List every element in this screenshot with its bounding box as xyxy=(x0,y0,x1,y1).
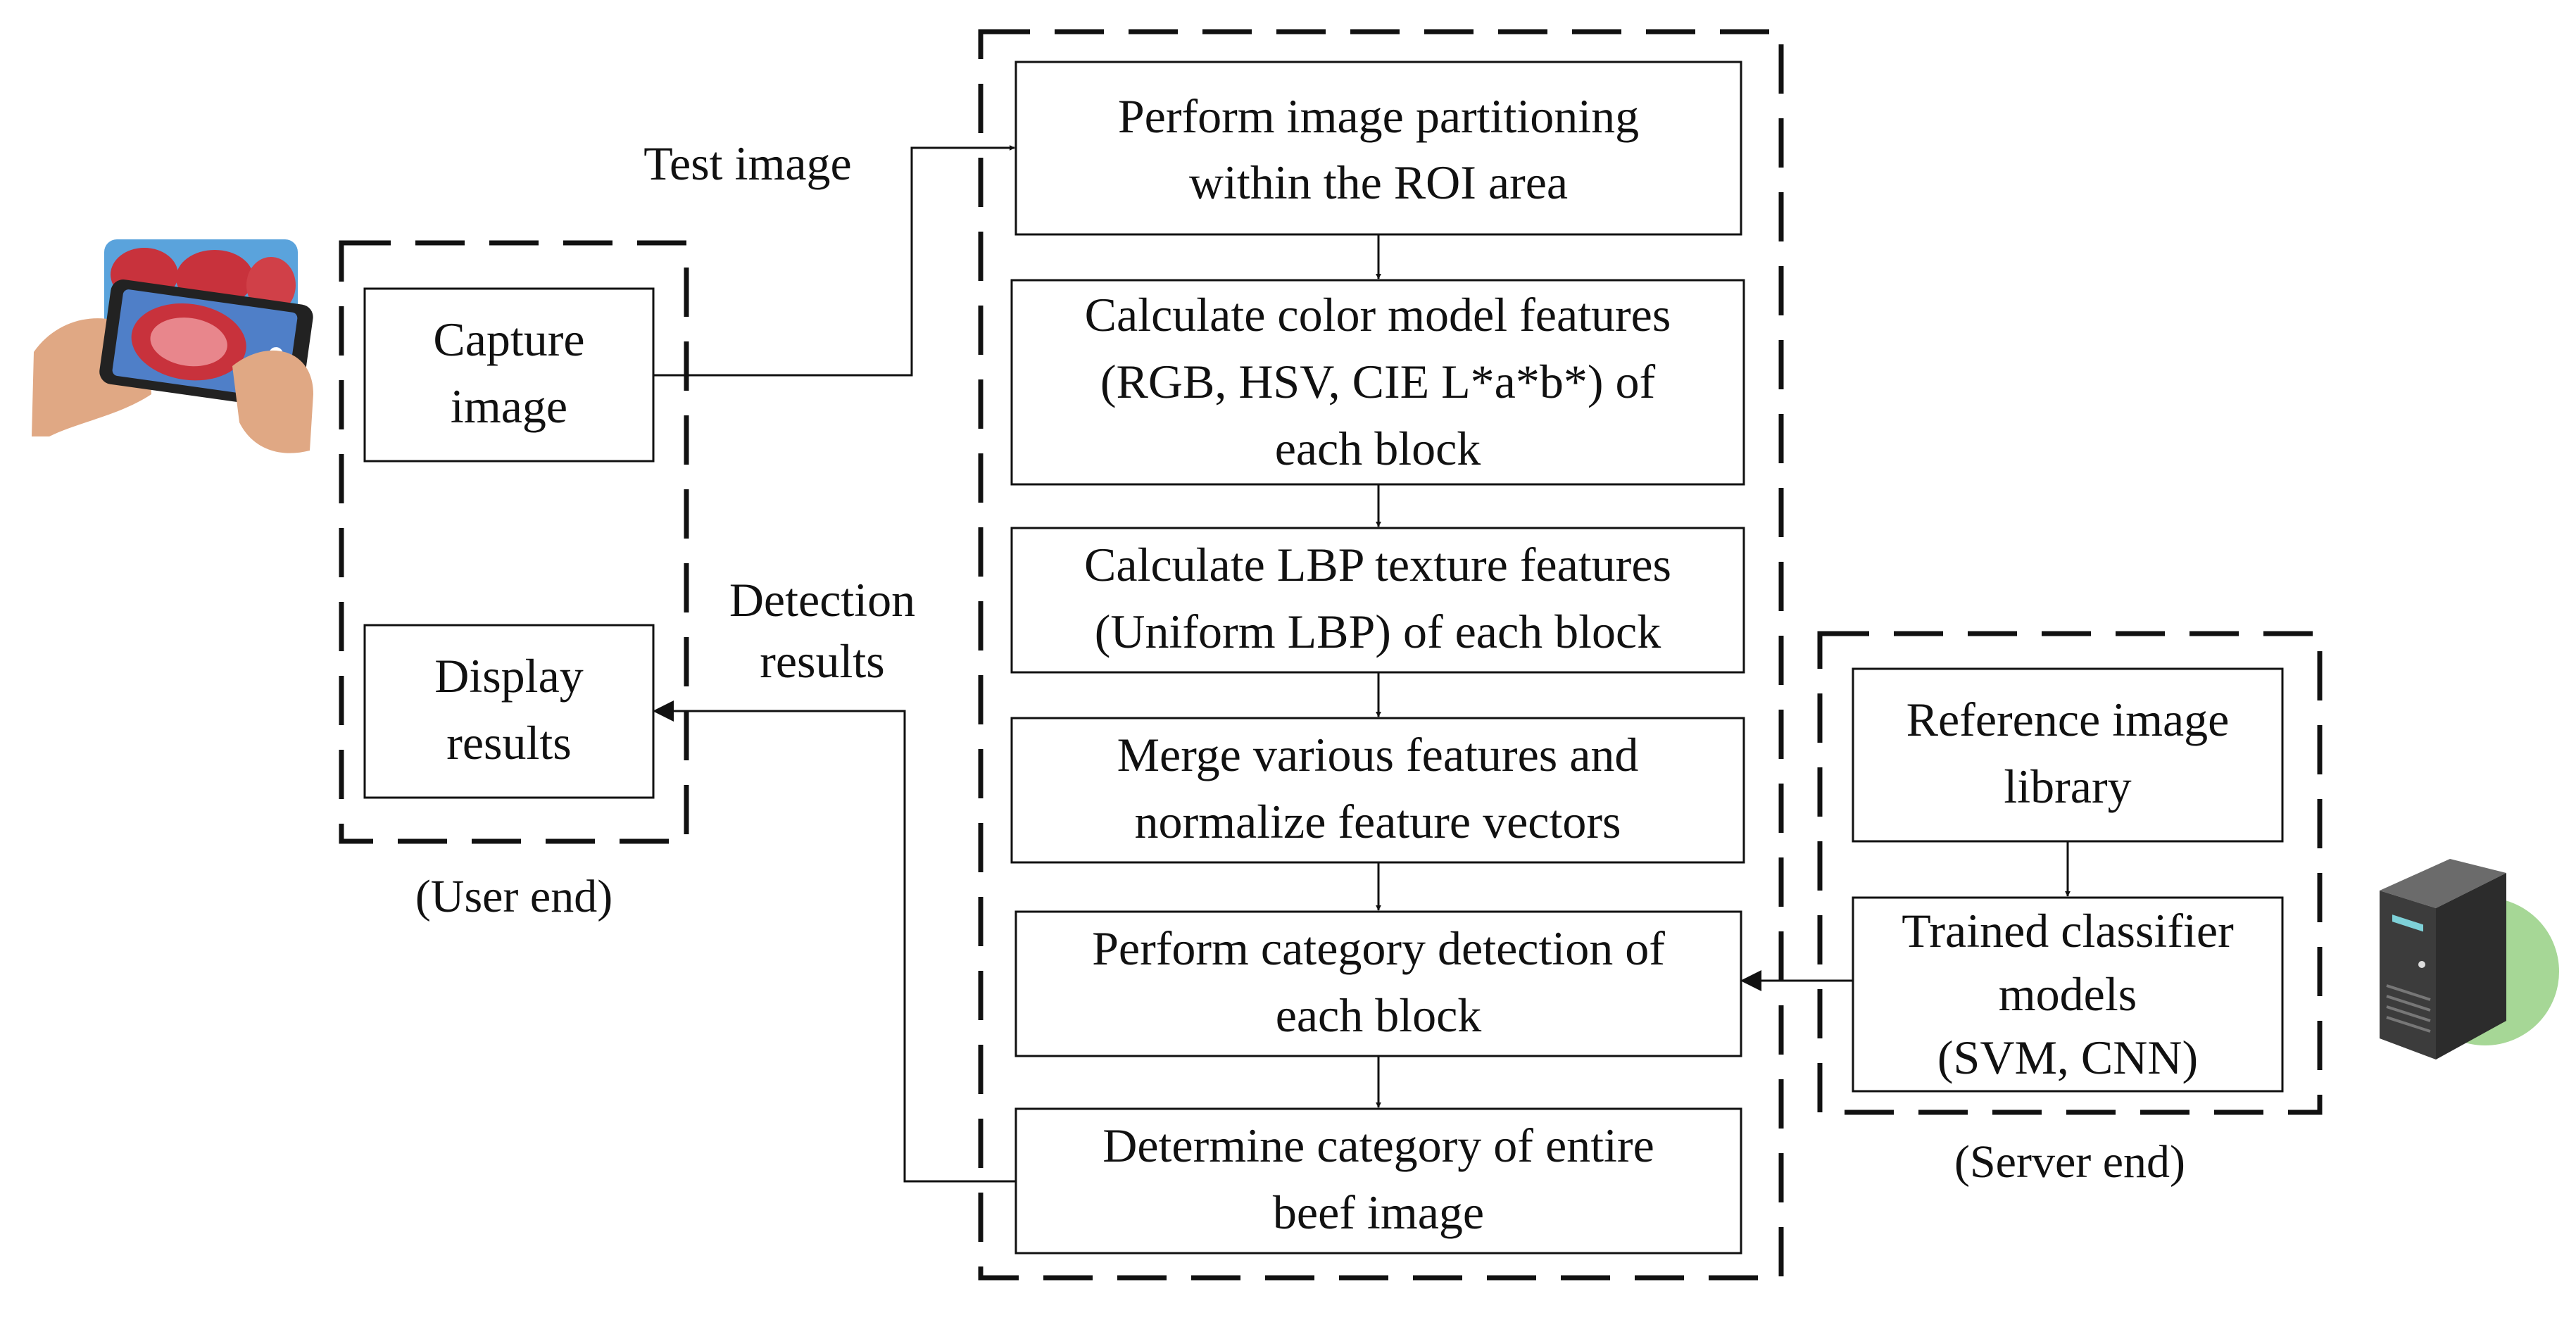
trained-classifier-box: Trained classifier models (SVM, CNN) xyxy=(1852,896,2284,1093)
capture-image-line-1: Capture xyxy=(433,313,584,366)
reference-library-line-1: Reference image xyxy=(1906,693,2230,746)
step-2-line-3: each block xyxy=(1275,422,1481,475)
detection-results-arrow xyxy=(653,700,1016,1183)
step-lbp-features-box: Calculate LBP texture features (Uniform … xyxy=(1010,527,1745,674)
detection-results-label-1: Detection xyxy=(729,573,915,627)
trained-classifier-line-3: (SVM, CNN) xyxy=(1937,1031,2198,1084)
server-end-group xyxy=(1817,631,2323,1115)
display-results-line-2: results xyxy=(446,716,572,769)
capture-image-box: Capture image xyxy=(363,287,655,463)
capture-image-line-2: image xyxy=(451,379,567,433)
step-merge-features-box: Merge various features and normalize fea… xyxy=(1010,717,1745,864)
server-illustration xyxy=(2380,859,2559,1060)
step-1-line-1: Perform image partitioning xyxy=(1118,89,1639,143)
step-partitioning-box: Perform image partitioning within the RO… xyxy=(1014,61,1742,236)
pipeline-group xyxy=(978,29,1784,1281)
step-category-detection-box: Perform category detection of each block xyxy=(1014,910,1742,1057)
step-5-line-1: Perform category detection of xyxy=(1092,922,1665,975)
trained-classifier-line-1: Trained classifier xyxy=(1902,904,2234,957)
display-results-box: Display results xyxy=(363,624,655,799)
step-4-line-2: normalize feature vectors xyxy=(1135,795,1621,848)
trained-classifier-line-2: models xyxy=(1999,967,2137,1021)
step-1-line-2: within the ROI area xyxy=(1189,156,1568,209)
user-end-group xyxy=(339,240,689,844)
step-4-line-1: Merge various features and xyxy=(1117,728,1639,781)
phone-capture-illustration xyxy=(32,239,313,453)
step-3-line-2: (Uniform LBP) of each block xyxy=(1095,605,1661,658)
detection-results-label-2: results xyxy=(760,634,885,688)
step-6-line-1: Determine category of entire xyxy=(1102,1119,1654,1172)
test-image-label: Test image xyxy=(643,137,851,190)
display-results-line-1: Display xyxy=(434,649,584,703)
reference-library-line-2: library xyxy=(2004,760,2131,813)
user-end-caption: (User end) xyxy=(415,871,612,922)
reference-library-box: Reference image library xyxy=(1852,667,2284,843)
step-2-line-2: (RGB, HSV, CIE L*a*b*) of xyxy=(1100,355,1656,408)
step-2-line-1: Calculate color model features xyxy=(1085,288,1671,341)
step-6-line-2: beef image xyxy=(1273,1186,1484,1239)
step-3-line-1: Calculate LBP texture features xyxy=(1084,538,1671,591)
test-image-arrow xyxy=(653,145,1015,377)
step-color-features-box: Calculate color model features (RGB, HSV… xyxy=(1010,279,1745,486)
step-5-line-2: each block xyxy=(1276,988,1482,1042)
step-determine-category-box: Determine category of entire beef image xyxy=(1014,1107,1742,1255)
server-end-caption: (Server end) xyxy=(1954,1136,2185,1188)
